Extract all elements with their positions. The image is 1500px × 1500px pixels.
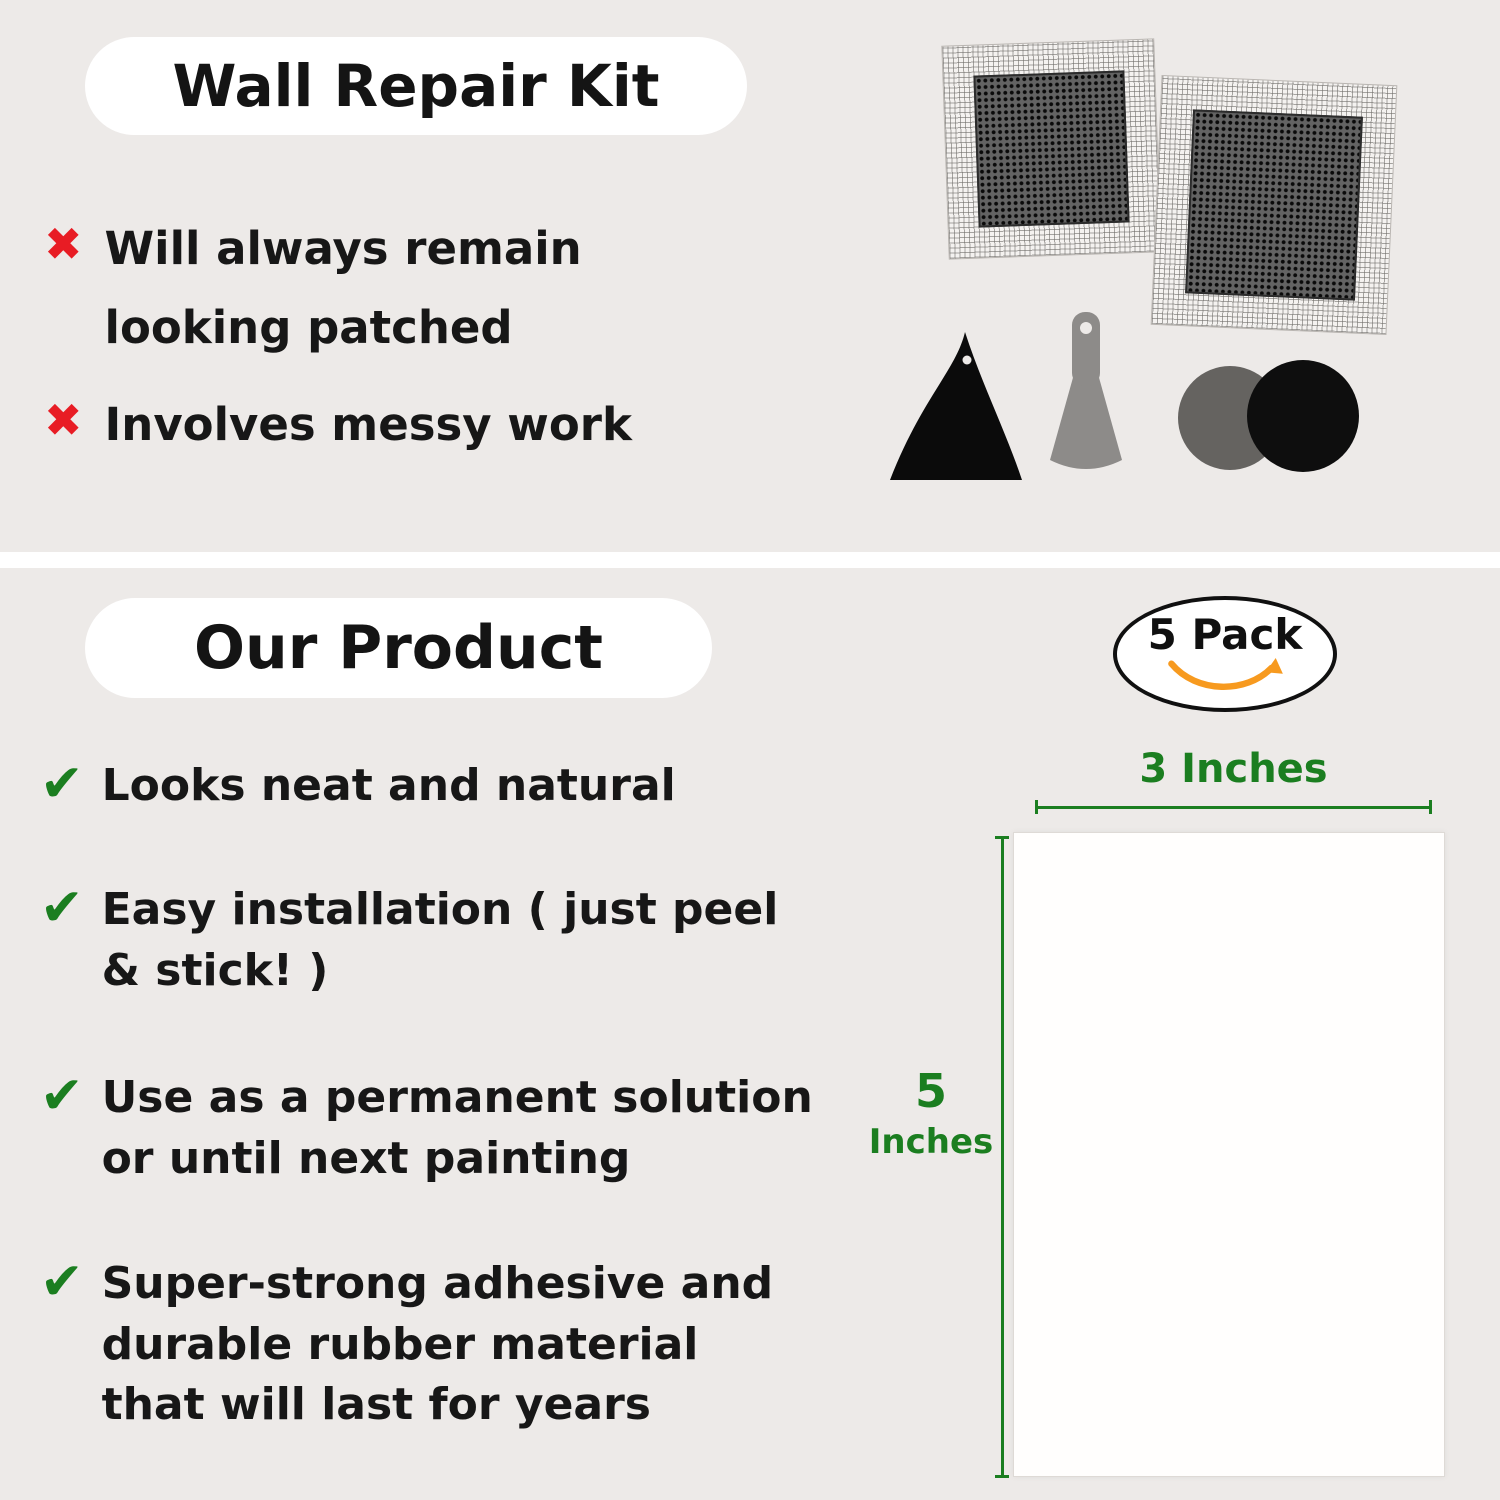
our-product-panel: Our Product 5 Pack ✔ Looks neat and natu… xyxy=(0,568,1500,1500)
height-dimension-label: 5 Inches xyxy=(868,1064,994,1162)
mesh-patch-image-2 xyxy=(1150,74,1398,336)
con-item: ✖ Involves messy work xyxy=(44,386,824,465)
check-icon: ✔ xyxy=(40,754,84,814)
pack-count-label: 5 Pack xyxy=(1147,610,1303,659)
check-icon: ✔ xyxy=(40,878,84,938)
pro-text: Easy installation ( just peel & stick! ) xyxy=(101,884,779,996)
con-item: ✖ Will always remain looking patched xyxy=(44,210,824,368)
pack-count-badge: 5 Pack xyxy=(1113,596,1337,712)
pro-text: Looks neat and natural xyxy=(101,760,676,811)
height-dimension-unit: Inches xyxy=(868,1122,994,1162)
pro-item: ✔ Use as a permanent solution or until n… xyxy=(40,1066,880,1189)
width-dimension-label: 3 Inches xyxy=(1139,746,1328,792)
black-disc-image xyxy=(1247,360,1359,472)
con-text: Will always remain looking patched xyxy=(104,222,582,354)
check-icon: ✔ xyxy=(40,1252,84,1312)
mesh-patch-image-1 xyxy=(941,38,1162,260)
mesh-patch-center xyxy=(973,70,1130,228)
mesh-patch-center xyxy=(1185,109,1363,301)
amazon-smile-icon xyxy=(1168,658,1283,690)
patch-preview xyxy=(1013,832,1445,1477)
height-dimension-number: 5 xyxy=(914,1064,947,1118)
competitor-title: Wall Repair Kit xyxy=(85,37,747,135)
cross-icon: ✖ xyxy=(44,217,83,271)
pro-item: ✔ Easy installation ( just peel & stick!… xyxy=(40,878,880,1001)
pro-text: Super-strong adhesive and durable rubber… xyxy=(101,1258,774,1431)
width-dimension-line xyxy=(1035,800,1432,814)
pro-item: ✔ Looks neat and natural xyxy=(40,754,880,817)
height-dimension-line xyxy=(995,836,1009,1478)
putty-knife-image xyxy=(1050,312,1122,469)
pro-text: Use as a permanent solution or until nex… xyxy=(101,1072,813,1184)
scraper-tool-image xyxy=(890,332,1022,480)
con-text: Involves messy work xyxy=(104,398,632,451)
check-icon: ✔ xyxy=(40,1066,84,1126)
pro-item: ✔ Super-strong adhesive and durable rubb… xyxy=(40,1252,880,1436)
cross-icon: ✖ xyxy=(44,393,83,447)
competitor-panel: Wall Repair Kit ✖ Will always remain loo… xyxy=(0,0,1500,552)
our-product-title: Our Product xyxy=(85,598,712,698)
